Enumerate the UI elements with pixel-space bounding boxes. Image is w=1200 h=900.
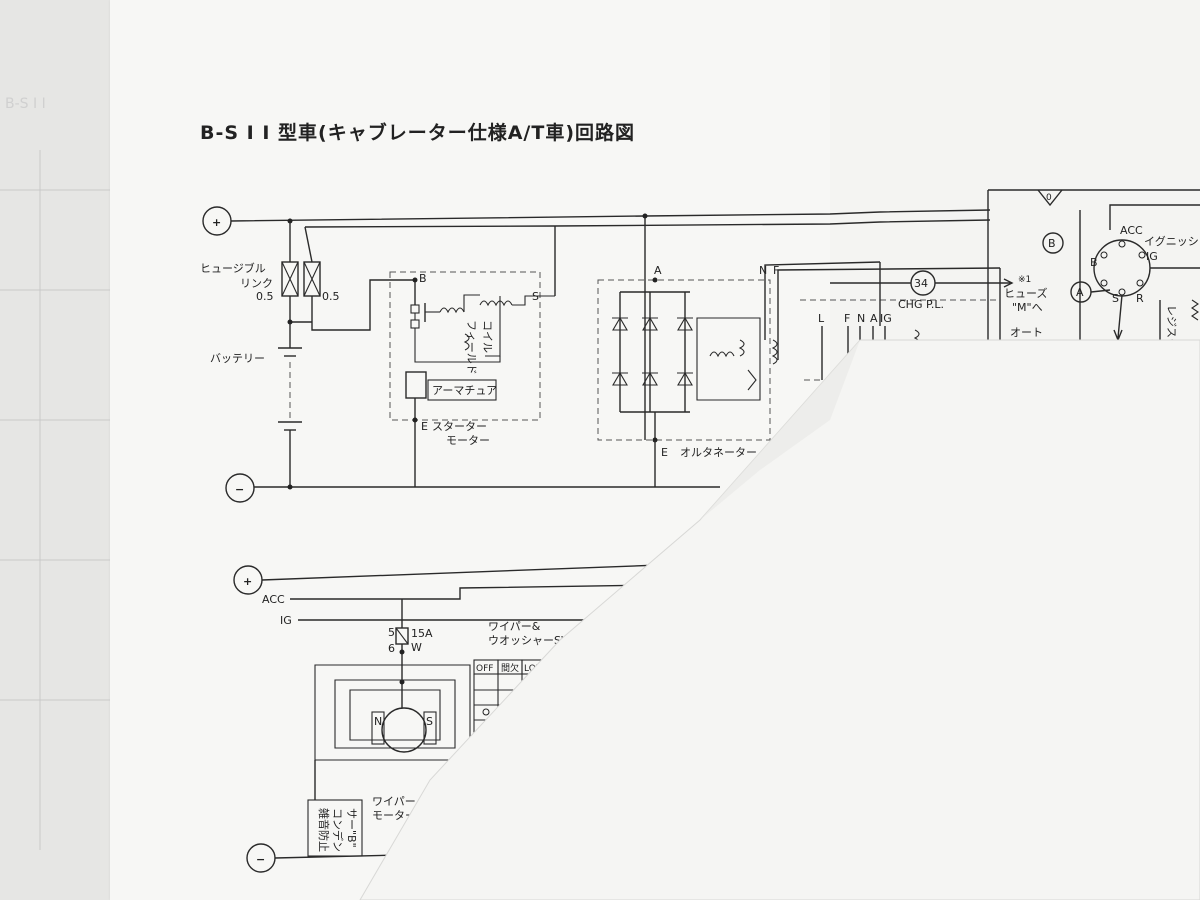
alt-e: E (661, 446, 668, 459)
starter-s: S (532, 290, 539, 303)
circle-0-marker (1037, 189, 1063, 207)
wiper-motor-symbol (381, 707, 427, 753)
wiper-sw-label-1: ワイパー& (488, 620, 541, 633)
wiper-motor-label-1: ワイパー (372, 795, 416, 808)
reg-ig: IG (880, 312, 892, 325)
noise-label-2: コンデン (331, 808, 345, 852)
ign-r-label: R (1136, 292, 1144, 305)
fuse-label: ヒューズ (1004, 286, 1047, 300)
minus-label-2: − (256, 853, 265, 866)
ig-label: IG (1146, 250, 1158, 263)
auto-choke-2: チョーク (1010, 340, 1054, 353)
connector-b (1042, 232, 1064, 254)
auto-choke-3: ヒーター (1010, 354, 1054, 367)
background-page (0, 0, 110, 900)
minus-label: − (235, 483, 244, 496)
auto-choke-1: オート (1010, 326, 1043, 339)
sw-high: HIGH (547, 664, 570, 674)
door-sw-label: ドアSW (623, 665, 636, 705)
starter-label-1: スターター (432, 420, 487, 433)
page-title: B-S I I 型車(キャブレーター仕様A/T車)回路図 (200, 122, 636, 144)
connector-34-label: 34 (914, 277, 928, 290)
fuse-m-label: "M"へ (1012, 301, 1043, 314)
motor-n: N (374, 715, 382, 728)
circle-0-label: 0 (1046, 193, 1052, 203)
svg-text:B-S I I: B-S I I (5, 96, 46, 112)
field-coil-2: コイル (481, 320, 494, 353)
rating-2: 0.5 (322, 290, 340, 303)
fusible-label: ヒュージブル (200, 261, 266, 275)
starter-label-2: モーター (446, 434, 490, 447)
minus-terminal (225, 473, 255, 503)
ign-s-label: S (1112, 292, 1119, 305)
diode-bridge (612, 316, 693, 386)
ign-b-label: B (1090, 256, 1098, 269)
armature-label: アーマチュア (432, 384, 497, 397)
sw-int: 間欠 (501, 662, 519, 674)
fuse-w-label: W (411, 641, 422, 654)
fuse-6: 6 (388, 642, 395, 655)
ghost-lines: B-S I I (0, 96, 1200, 860)
left-label: 左 (606, 725, 617, 738)
fuse-note: ※1 (1018, 275, 1031, 285)
reg-n: N (857, 312, 865, 325)
ignition-label: イグニッショ (1144, 234, 1200, 248)
fuse-15a-label: 15A (411, 627, 433, 640)
alt-n: N (759, 264, 767, 277)
ignition-switch (1093, 239, 1151, 297)
reg-l: L (818, 312, 825, 325)
fuse-5: 5 (388, 626, 395, 639)
field-coil-1: フィールド (465, 320, 478, 375)
right-label: 右 (606, 679, 617, 693)
wiper-sw-label-2: ウオッシャーSW (488, 634, 572, 647)
wiper-motor-label-2: モーター (372, 809, 416, 822)
ig-bus-label: IG (280, 614, 292, 627)
connector-a-label: A (1076, 286, 1084, 299)
acc-label: ACC (1120, 224, 1143, 237)
reg-a: A (870, 312, 878, 325)
motor-s: S (426, 715, 433, 728)
sw-low: LOW (524, 664, 545, 674)
alt-f: F (773, 264, 779, 277)
battery-label: バッテリー (210, 352, 265, 365)
floor-sensor-label: 床温センサー (1084, 349, 1150, 363)
noise-label-3: サー"B" (345, 808, 358, 848)
starter-e: E (421, 420, 428, 433)
link-label: リンク (240, 277, 273, 290)
starter-b: B (419, 272, 427, 285)
sw-off: OFF (476, 664, 493, 674)
armature-symbol (405, 371, 427, 399)
rating-1: 0.5 (256, 290, 274, 303)
plus-label: + (212, 216, 221, 229)
resistor-label: レジスター (1165, 305, 1178, 360)
reg-f: F (844, 312, 850, 325)
noise-label-1: 雑音防止 (317, 808, 331, 852)
plus-label-2: + (243, 575, 252, 588)
chg-pl-label: CHG P.L. (898, 298, 944, 311)
alternator-label: オルタネーター (680, 446, 757, 459)
acc-bus-label: ACC (262, 593, 285, 606)
connector-b-label: B (1048, 237, 1056, 250)
alt-a: A (654, 264, 662, 277)
